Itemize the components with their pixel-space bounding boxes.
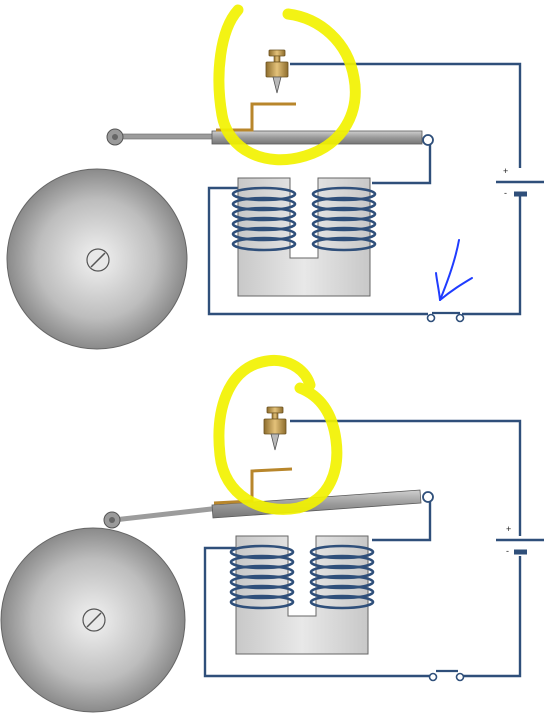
battery-plus-label: + [506,524,511,534]
contact-screw [265,49,289,94]
armature [106,128,434,146]
push-switch [428,669,465,682]
panel-top: + - [6,4,544,350]
yellow-circle-highlight [213,355,343,515]
bell-gong [0,527,186,713]
circuit-wire [207,62,522,316]
yellow-circle-highlight [213,4,361,166]
blue-arrow [435,239,473,301]
panel-bottom: + - [0,355,544,713]
circuit-wire [203,419,522,678]
battery-minus-label: - [504,188,507,198]
electromagnet [229,534,375,656]
push-switch [426,311,465,323]
battery-plus-label: + [503,166,508,176]
contact-screw [263,406,287,451]
battery: + - [496,524,544,556]
battery: + - [496,166,544,198]
contact-spring [213,467,293,505]
contact-spring [216,102,296,132]
bell-gong [6,168,188,350]
electromagnet [231,176,377,298]
battery-minus-label: - [506,546,509,556]
